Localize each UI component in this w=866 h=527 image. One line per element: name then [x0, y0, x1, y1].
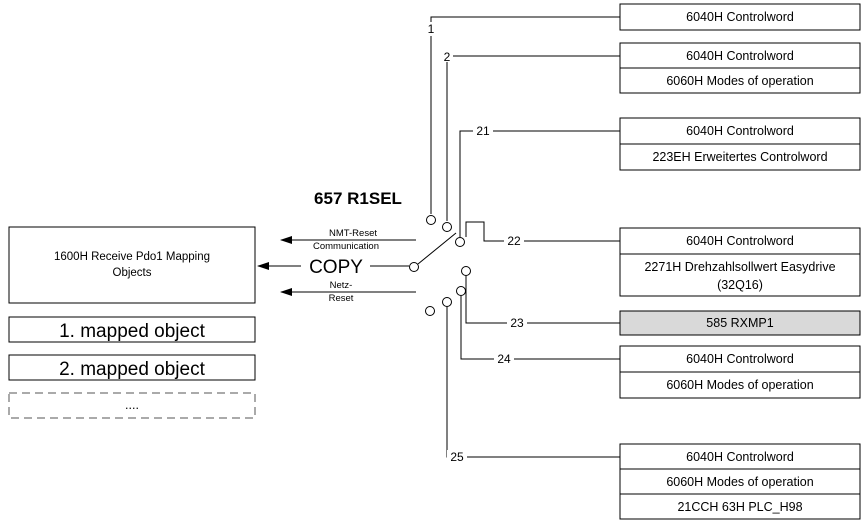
group-22-entry-3: (32Q16) — [717, 278, 763, 292]
group-21-entry-1: 6040H Controlword — [686, 124, 794, 138]
contact-21 — [455, 237, 465, 247]
nmt-reset-label-2: Communication — [313, 241, 379, 252]
connector-23: 23 — [465, 276, 620, 330]
group-23-box: 585 RXMP1 — [619, 310, 861, 336]
connector-22: 22 — [465, 221, 620, 248]
contact-1 — [426, 215, 436, 225]
group-22-entry-1: 6040H Controlword — [686, 234, 794, 248]
group-24-entry-2: 6060H Modes of operation — [666, 378, 813, 392]
group-25-number: 25 — [450, 450, 464, 464]
nmt-reset-arrow: NMT-Reset Communication — [280, 228, 416, 252]
group-22-entry-2: 2271H Drehzahlsollwert Easydrive — [644, 260, 835, 274]
group-24-box: 6040H Controlword 6060H Modes of operati… — [619, 345, 861, 399]
group-22-number: 22 — [507, 234, 521, 248]
netz-reset-label-1: Netz- — [330, 280, 353, 291]
connector-2: 2 — [441, 50, 620, 221]
netz-reset-label-2: Reset — [329, 293, 354, 304]
connector-1: 1 — [424, 16, 620, 214]
nmt-reset-label-1: NMT-Reset — [329, 228, 377, 239]
connector-24: 24 — [460, 296, 620, 366]
contact-23 — [461, 266, 471, 276]
mapped-object-2: 2. mapped object — [8, 354, 256, 381]
copy-label: COPY — [309, 257, 363, 278]
mapped-object-1-label: 1. mapped object — [59, 321, 205, 342]
group-24-entry-1: 6040H Controlword — [686, 352, 794, 366]
group-2-number: 2 — [444, 50, 451, 64]
netz-reset-arrow: Netz- Reset — [280, 280, 416, 304]
group-21-box: 6040H Controlword 223EH Erweitertes Cont… — [619, 117, 861, 171]
group-23-number: 23 — [510, 316, 524, 330]
group-24-number: 24 — [497, 352, 511, 366]
connector-21: 21 — [459, 124, 620, 237]
group-1-number: 1 — [428, 22, 435, 36]
mapped-object-2-label: 2. mapped object — [59, 359, 205, 380]
mapping-box-line-1: 1600H Receive Pdo1 Mapping — [54, 251, 210, 263]
group-25-entry-1: 6040H Controlword — [686, 450, 794, 464]
selector-title: 657 R1SEL — [314, 189, 402, 208]
group-2-entry-2: 6060H Modes of operation — [666, 74, 813, 88]
mapped-object-1: 1. mapped object — [8, 316, 256, 343]
selector-contacts — [409, 215, 471, 316]
mapped-object-more-label: .... — [125, 398, 139, 412]
contact-spare — [425, 306, 435, 316]
copy-arrow: COPY — [257, 257, 409, 278]
group-25-box: 6040H Controlword 6060H Modes of operati… — [619, 443, 861, 520]
selector-switch-arm — [417, 232, 457, 265]
group-1-box: 6040H Controlword — [619, 3, 861, 31]
group-23-entry-1: 585 RXMP1 — [706, 316, 773, 330]
connector-25: 25 — [446, 307, 620, 464]
mapped-object-more: .... — [8, 392, 256, 419]
contact-25 — [442, 297, 452, 307]
group-21-number: 21 — [476, 124, 490, 138]
group-2-box: 6040H Controlword 6060H Modes of operati… — [619, 42, 861, 94]
contact-2 — [442, 222, 452, 232]
group-1-entry-1: 6040H Controlword — [686, 10, 794, 24]
contact-24 — [456, 286, 466, 296]
mapping-box-line-2: Objects — [113, 267, 152, 279]
mapping-objects-box: 1600H Receive Pdo1 Mapping Objects — [8, 226, 256, 304]
group-22-box: 6040H Controlword 2271H Drehzahlsollwert… — [619, 227, 861, 297]
contact-common — [409, 262, 419, 272]
group-2-entry-1: 6040H Controlword — [686, 49, 794, 63]
group-25-entry-3: 21CCH 63H PLC_H98 — [677, 500, 802, 514]
group-25-entry-2: 6060H Modes of operation — [666, 475, 813, 489]
group-21-entry-2: 223EH Erweitertes Controlword — [652, 150, 827, 164]
